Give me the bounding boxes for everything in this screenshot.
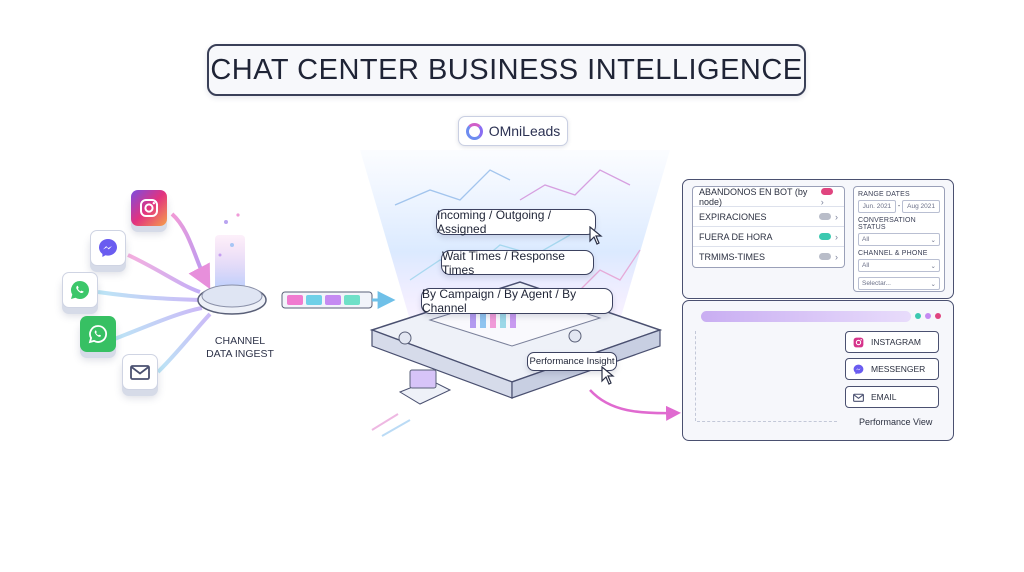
page-title-box: CHAT CENTER BUSINESS INTELLIGENCE (207, 44, 806, 96)
metric-volume-label: Incoming / Outgoing / Assigned (437, 208, 552, 236)
output-arrow (589, 389, 681, 421)
performance-header-bar (701, 311, 911, 322)
status-select-value: All (862, 236, 870, 243)
ingest-label-line2: DATA INGEST (206, 348, 274, 360)
messenger-button[interactable]: MESSENGER (845, 358, 939, 380)
range-dates-label: RANGE DATES (858, 191, 910, 198)
messenger-tile (90, 230, 126, 266)
performance-view-caption: Performance View (859, 417, 933, 427)
email-button[interactable]: EMAIL (845, 386, 939, 408)
ingest-label-line1: CHANNEL (214, 335, 266, 347)
instagram-tile (131, 190, 167, 226)
chevron-right-icon: › (820, 196, 824, 207)
email-icon (852, 391, 865, 404)
metric-times-pill[interactable]: Wait Times / Response Times (441, 248, 594, 277)
list-item-label: ABANDONOS EN BOT (by node) (699, 186, 808, 207)
whatsapp-tile (62, 272, 98, 308)
toggle-indicator[interactable] (819, 253, 831, 260)
instagram-button-label: INSTAGRAM (871, 337, 921, 347)
list-item-label: EXPIRACIONES (699, 211, 767, 222)
channel-phone-label: CHANNEL & PHONE (858, 250, 928, 257)
metric-times-label: Wait Times / Response Times (442, 248, 565, 277)
list-item-label: FUERA DE HORA (699, 231, 773, 242)
list-item-label: TRMIMS-TIMES (699, 252, 765, 262)
chevron-down-icon: ⌄ (930, 280, 936, 288)
chevron-down-icon: ⌄ (930, 236, 936, 244)
messenger-icon (99, 239, 117, 257)
instagram-icon (852, 336, 865, 349)
whatsapp-business-tile (80, 316, 116, 352)
toggle-indicator[interactable] (819, 212, 831, 220)
chevron-right-icon: › (835, 211, 838, 222)
omnileads-badge: OMniLeads (458, 116, 568, 146)
conversation-status-label: CONVERSATION STATUS (858, 217, 916, 231)
extra-select-placeholder: Selectar... (862, 280, 891, 287)
channel-select[interactable]: All ⌄ (858, 259, 940, 272)
data-packets (281, 291, 396, 309)
list-item[interactable]: FUERA DE HORA › (693, 227, 844, 247)
performance-insight-pill[interactable]: Performance Insight (527, 352, 617, 371)
metric-segment-label: By Campaign / By Agent / By Channel (422, 287, 577, 315)
date-separator: - (897, 203, 901, 210)
metric-volume-pill[interactable]: Incoming / Outgoing / Assigned (436, 208, 596, 236)
bot-events-list: ABANDONOS EN BOT (by node) › EXPIRACIONE… (692, 186, 845, 268)
cursor-icon (601, 366, 615, 385)
toggle-indicator[interactable] (819, 232, 831, 240)
email-tile (122, 354, 158, 390)
filter-column: RANGE DATES Jun. 2021 - Aug 2021 CONVERS… (853, 186, 945, 292)
instagram-button[interactable]: INSTAGRAM (845, 331, 939, 353)
toggle-indicator[interactable] (820, 187, 833, 195)
email-icon (130, 365, 150, 380)
list-item[interactable]: TRMIMS-TIMES › (693, 247, 844, 267)
ingest-label: CHANNEL DATA INGEST (190, 335, 290, 361)
date-to-field[interactable]: Aug 2021 (902, 200, 940, 213)
chevron-right-icon: › (835, 231, 838, 242)
window-dots (915, 313, 941, 319)
messenger-button-label: MESSENGER (871, 364, 926, 374)
chevron-down-icon: ⌄ (930, 262, 936, 270)
email-button-label: EMAIL (871, 392, 897, 402)
whatsapp-icon (71, 281, 89, 299)
axis-line (697, 421, 837, 422)
performance-insight-label: Performance Insight (529, 356, 615, 367)
instagram-icon (140, 199, 158, 217)
omnileads-logo-icon (465, 122, 483, 140)
list-item[interactable]: EXPIRACIONES › (693, 207, 844, 227)
chevron-right-icon: › (835, 252, 838, 262)
cursor-icon (589, 226, 603, 245)
extra-select[interactable]: Selectar... ⌄ (858, 277, 940, 290)
page-title: CHAT CENTER BUSINESS INTELLIGENCE (210, 53, 803, 86)
list-item[interactable]: ABANDONOS EN BOT (by node) › (693, 187, 844, 207)
channel-select-value: All (862, 262, 870, 269)
axis-line (695, 331, 696, 421)
date-from-field[interactable]: Jun. 2021 (858, 200, 896, 213)
brand-name: OMniLeads (488, 123, 561, 139)
status-select[interactable]: All ⌄ (858, 233, 940, 246)
metric-segment-pill[interactable]: By Campaign / By Agent / By Channel (421, 287, 613, 315)
messenger-icon (852, 363, 865, 376)
whatsapp-icon (88, 325, 107, 344)
